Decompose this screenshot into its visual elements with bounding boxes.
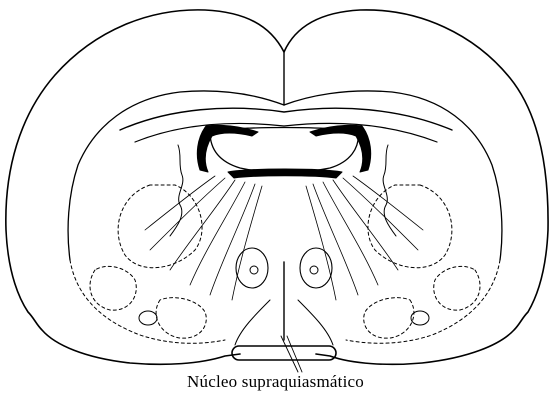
corpus-callosum [120, 108, 452, 130]
hippocampus-left [170, 145, 183, 236]
nucleus-right-upper [300, 248, 332, 288]
amygdala-right [434, 266, 480, 310]
brain-outline [6, 10, 548, 364]
lateral-ventricle-left [197, 125, 258, 172]
fiber-tracts-left [145, 176, 262, 300]
nucleus-left-upper [236, 248, 268, 288]
optic-chiasm [232, 346, 336, 360]
corpus-callosum-lower [135, 123, 437, 142]
hypothalamus-left [235, 300, 270, 345]
fiber-tracts-right [306, 176, 423, 300]
third-ventricle-dorsal [228, 169, 342, 178]
small-nucleus-left [139, 311, 157, 325]
lateral-ventricle-right [310, 125, 371, 172]
fornix-chamber [210, 128, 358, 173]
lower-structure-left [156, 298, 206, 339]
lower-structure-right [364, 298, 414, 339]
suprachiasmatic-nucleus-label: Núcleo supraquiasmático [0, 372, 551, 392]
fornix-column-left [250, 266, 258, 274]
striatum-right [368, 185, 452, 268]
fornix-column-right [310, 266, 318, 274]
hypothalamus-right [298, 300, 333, 345]
striatum-left [118, 185, 202, 268]
amygdala-left [90, 266, 136, 310]
